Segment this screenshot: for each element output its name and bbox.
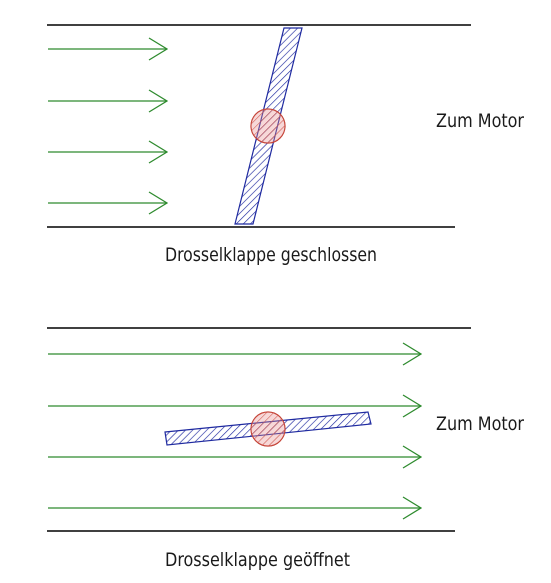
open-throttle-panel: Zum Motor Drosselklappe geöffnet xyxy=(47,327,525,571)
pivot-shaft xyxy=(250,108,286,144)
direction-label: Zum Motor xyxy=(436,110,525,132)
caption: Drosselklappe geschlossen xyxy=(165,244,377,266)
caption: Drosselklappe geöffnet xyxy=(165,549,350,571)
closed-throttle-panel: Zum Motor Drosselklappe geschlossen xyxy=(47,24,525,266)
flow-arrows xyxy=(48,49,167,203)
pivot-shaft xyxy=(250,411,286,447)
direction-label: Zum Motor xyxy=(436,413,525,435)
flow-arrows xyxy=(48,354,421,508)
